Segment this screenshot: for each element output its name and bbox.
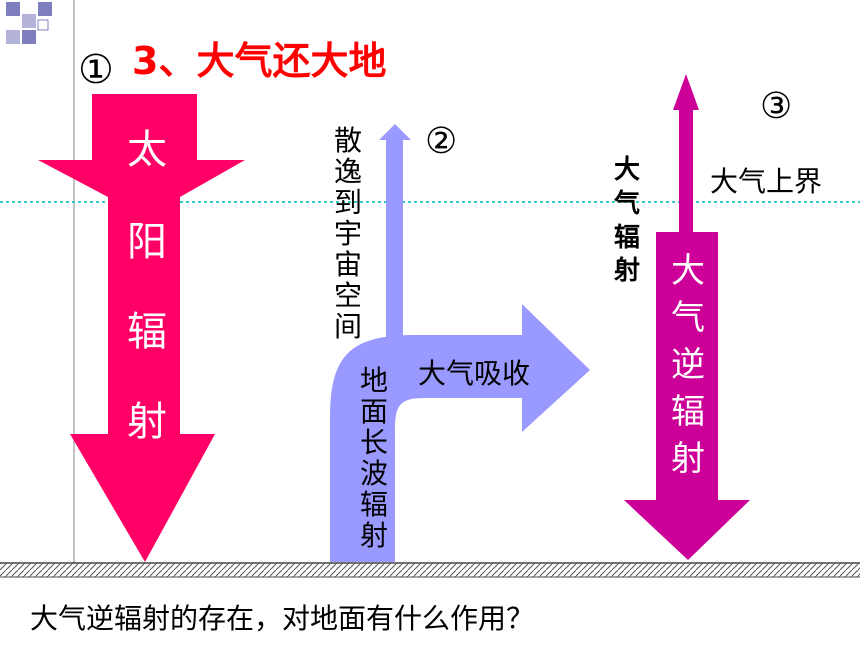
atm-char: 大 [614, 155, 640, 185]
escape-char: 间 [334, 310, 362, 343]
ground-longwave-label: 地 面 长 波 辐 射 [360, 364, 388, 552]
escape-char: 空 [334, 279, 362, 312]
ground-char: 波 [360, 457, 388, 490]
escape-to-space-label: 散 逸 到 宇 宙 空 间 [334, 124, 362, 343]
atmospheric-radiation-arrow [673, 74, 699, 232]
ground-surface [0, 563, 860, 577]
solar-radiation-arrow [38, 94, 245, 562]
escape-char: 宙 [334, 248, 362, 281]
atm-char: 射 [613, 256, 640, 286]
ground-char: 长 [360, 426, 388, 459]
solar-char: 辐 [127, 309, 167, 355]
solar-radiation-label: 太 阳 辐 射 [127, 127, 167, 445]
question-text: 大气逆辐射的存在，对地面有什么作用？ [30, 602, 534, 635]
ground-char: 辐 [360, 488, 388, 521]
escape-char: 宇 [334, 217, 362, 250]
solar-char: 射 [127, 399, 167, 445]
ground-char: 面 [360, 395, 388, 428]
marker-2: ② [425, 121, 457, 162]
atmospheric-absorption-label: 大气吸收 [418, 357, 530, 390]
counter-char: 辐 [671, 392, 705, 432]
atmospheric-radiation-label: 大 气 辐 射 [613, 155, 640, 286]
ground-char: 地 [360, 364, 388, 397]
ground-char: 射 [360, 519, 388, 552]
upper-boundary-label: 大气上界 [710, 165, 822, 198]
marker-3: ③ [760, 86, 792, 127]
atm-char: 气 [613, 188, 640, 219]
atm-char: 辐 [614, 223, 640, 253]
slide-title: 3、大气还大地 [132, 39, 386, 83]
counter-char: 射 [671, 439, 705, 479]
escape-char: 到 [334, 186, 362, 219]
counter-radiation-arrow [624, 232, 750, 560]
escape-char: 散 [334, 124, 362, 157]
ground-longwave-arrow [330, 304, 590, 562]
decorative-squares [6, 2, 52, 44]
escape-char: 逸 [334, 155, 362, 188]
counter-char: 逆 [671, 345, 705, 385]
counter-char: 大 [671, 251, 705, 291]
counter-radiation-label: 大 气 逆 辐 射 [671, 251, 705, 479]
counter-char: 气 [671, 298, 705, 338]
escape-to-space-arrow [379, 124, 411, 346]
solar-char: 阳 [127, 219, 167, 265]
marker-1: ① [78, 47, 114, 93]
solar-char: 太 [127, 127, 167, 173]
